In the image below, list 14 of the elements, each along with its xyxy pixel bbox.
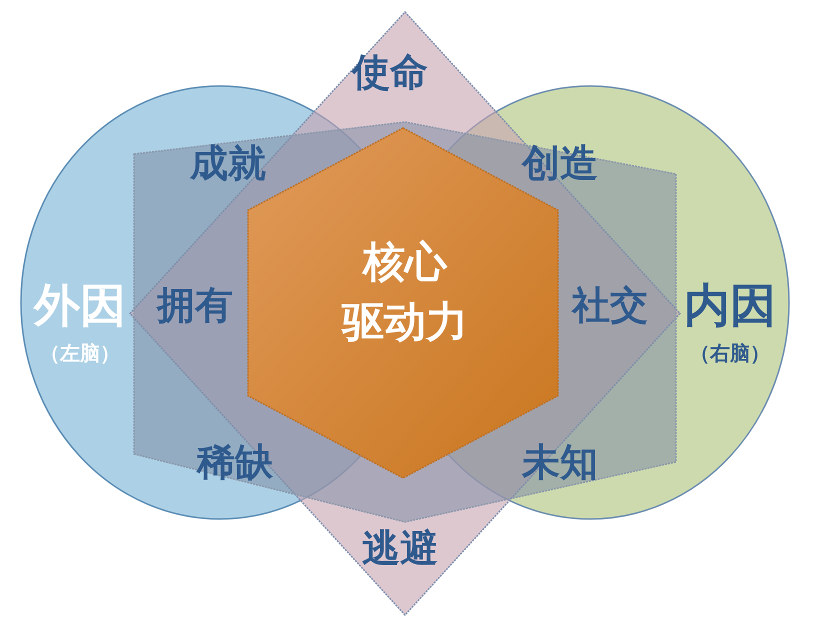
- drive-label: 成就: [190, 144, 266, 182]
- drive-label: 创造: [522, 144, 598, 182]
- drive-label: 使命: [352, 53, 428, 91]
- circle-sublabel: （右脑）: [690, 343, 770, 363]
- circle-label: 内因: [684, 282, 776, 328]
- drive-label: 稀缺: [197, 443, 273, 481]
- drive-label: 社交: [572, 286, 648, 324]
- circle-label: 外因: [34, 282, 126, 328]
- core-label: 驱动力: [342, 301, 468, 343]
- drive-label: 逃避: [362, 529, 438, 567]
- circle-sublabel: （左脑）: [40, 343, 120, 363]
- drive-label: 拥有: [157, 286, 233, 324]
- drive-label: 未知: [522, 443, 598, 481]
- core-label: 核心: [363, 241, 447, 283]
